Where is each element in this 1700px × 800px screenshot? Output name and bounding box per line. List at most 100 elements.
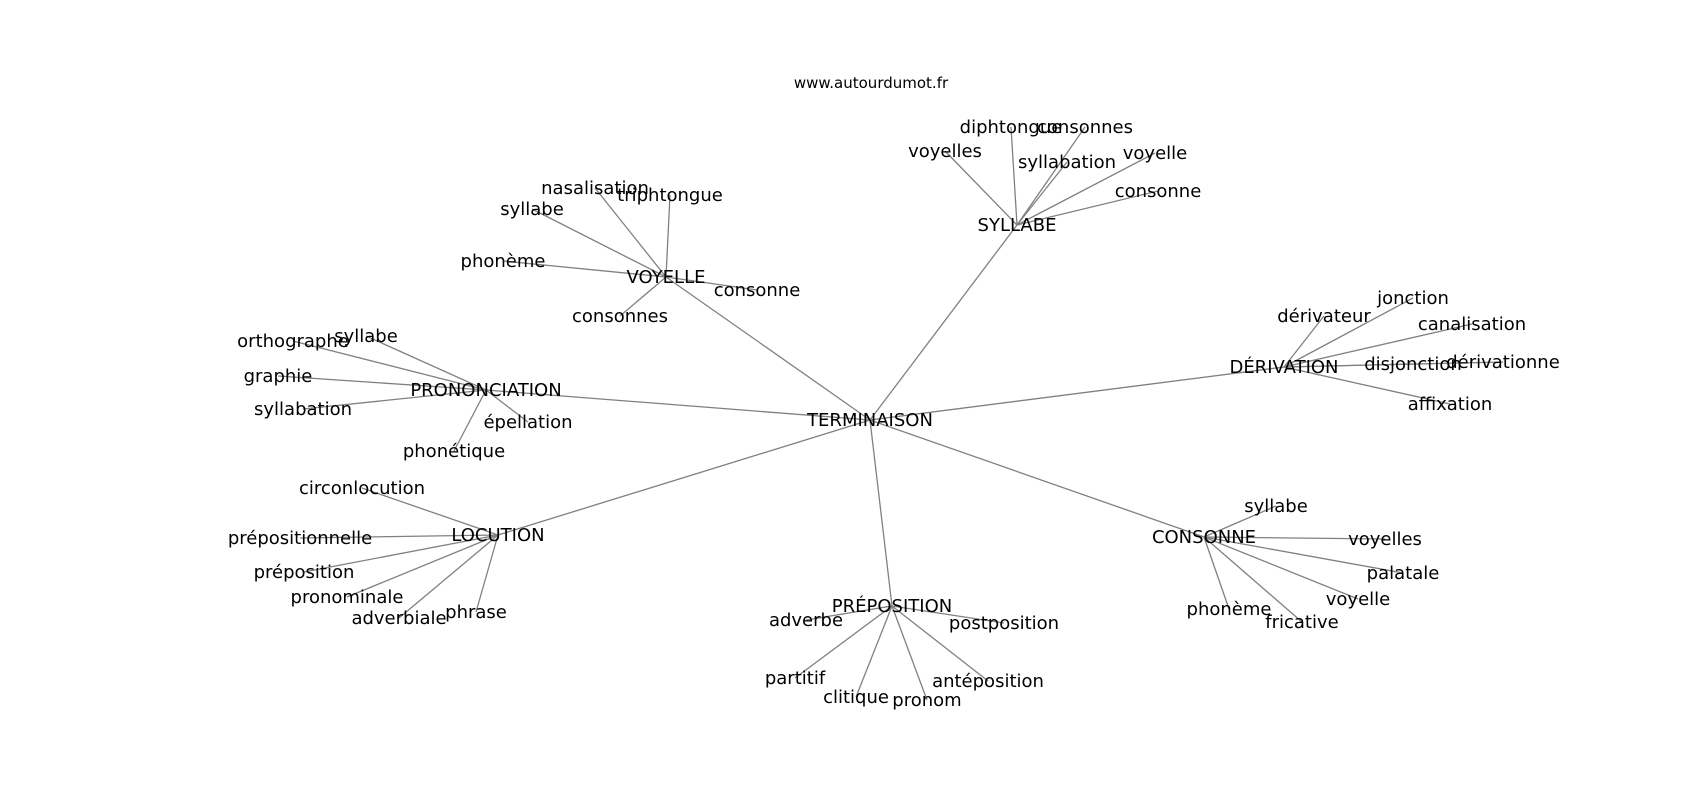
word-node-label[interactable]: voyelle [1326, 589, 1390, 610]
root-node-label[interactable]: TERMINAISON [806, 410, 933, 431]
edge-hub-word [805, 605, 893, 621]
word-node-label[interactable]: prépositionnelle [228, 528, 372, 549]
word-node-label[interactable]: consonne [1115, 181, 1202, 202]
edge-hub-word [1010, 126, 1018, 226]
edge-root-hub [869, 366, 1285, 421]
edge-hub-word [453, 389, 487, 452]
edge-hub-word [277, 375, 487, 391]
edge-hub-word [1016, 152, 1156, 226]
edge-hub-word [794, 605, 893, 679]
edge-root-hub [869, 419, 893, 607]
edge-hub-word [619, 276, 667, 317]
edge-hub-word [1203, 536, 1303, 623]
edge-hub-word [303, 534, 499, 573]
edge-hub-word [502, 260, 667, 278]
word-node-label[interactable]: syllabation [1018, 152, 1116, 173]
word-node-label[interactable]: dérivationne [1446, 352, 1560, 373]
word-node-label[interactable]: nasalisation [541, 178, 649, 199]
word-node-label[interactable]: orthographe [237, 331, 349, 352]
edge-hub-word [1283, 297, 1414, 368]
edge-hub-word [302, 389, 487, 410]
word-node-label[interactable]: consonnes [1037, 117, 1133, 138]
hub-node-label[interactable]: PRONONCIATION [410, 380, 561, 401]
hub-node-label[interactable]: LOCUTION [451, 525, 544, 546]
edge-hub-word [1016, 126, 1086, 226]
edge-hub-word [1203, 536, 1359, 600]
hub-node-label[interactable]: SYLLABE [978, 215, 1057, 236]
word-node-label[interactable]: consonne [714, 280, 801, 301]
word-node-label[interactable]: diphtongue [960, 117, 1063, 138]
source-url: www.autourdumot.fr [794, 74, 949, 92]
hub-node-label[interactable]: VOYELLE [627, 267, 706, 288]
word-node-label[interactable]: consonnes [572, 306, 668, 327]
edge-hub-word [1203, 536, 1230, 610]
word-node-label[interactable]: disjonction [1364, 354, 1462, 375]
word-node-label[interactable]: circonlocution [299, 478, 425, 499]
word-node-label[interactable]: syllabation [254, 399, 352, 420]
word-node-label[interactable]: adverbe [769, 610, 843, 631]
word-node-label[interactable]: adverbiale [351, 608, 446, 629]
edge-hub-word [1016, 161, 1068, 226]
word-node-label[interactable]: graphie [244, 366, 313, 387]
word-node-label[interactable]: phonétique [403, 441, 505, 462]
hub-node-label[interactable]: DÉRIVATION [1229, 356, 1338, 378]
edge-hub-word [1203, 536, 1404, 574]
word-node-label[interactable]: fricative [1265, 612, 1338, 633]
word-node-label[interactable]: phrase [445, 602, 507, 623]
edge-hub-word [1283, 361, 1504, 368]
word-node-label[interactable]: antéposition [932, 671, 1044, 692]
word-node-label[interactable]: voyelle [1123, 143, 1187, 164]
edge-hub-word [855, 605, 893, 698]
edge-root-hub [485, 389, 871, 421]
word-node-label[interactable]: voyelles [1348, 529, 1422, 550]
word-node-label[interactable]: pronominale [291, 587, 404, 608]
edge-hub-word [292, 340, 487, 391]
edge-hub-word [944, 150, 1018, 226]
edge-root-hub [869, 224, 1018, 421]
word-node-label[interactable]: syllabe [1244, 496, 1308, 517]
edge-root-hub [497, 419, 871, 536]
word-node-label[interactable]: postposition [949, 613, 1059, 634]
edge-hub-word [361, 487, 499, 536]
word-node-label[interactable]: affixation [1408, 394, 1493, 415]
edge-hub-word [891, 605, 1005, 624]
word-node-label[interactable]: phonème [461, 251, 546, 272]
edge-hub-word [1283, 366, 1451, 405]
edge-hub-word [1283, 315, 1325, 368]
word-node-label[interactable]: dérivateur [1277, 306, 1371, 327]
word-node-label[interactable]: syllabe [500, 199, 564, 220]
word-node-label[interactable]: voyelles [908, 141, 982, 162]
hub-node-label[interactable]: CONSONNE [1152, 527, 1256, 548]
word-node-label[interactable]: préposition [254, 562, 355, 583]
edge-root-hub [665, 276, 871, 421]
edges [277, 126, 1504, 701]
word-node-label[interactable]: canalisation [1418, 314, 1526, 335]
edge-hub-word [346, 534, 499, 598]
edge-hub-word [1016, 190, 1159, 226]
word-node-label[interactable]: pronom [892, 690, 961, 711]
word-node-label[interactable]: épellation [483, 412, 572, 433]
edge-hub-word [299, 534, 499, 539]
edge-hub-word [1203, 536, 1386, 540]
edge-hub-word [665, 194, 671, 278]
word-node-label[interactable]: partitif [765, 668, 826, 689]
edge-hub-word [665, 276, 758, 291]
edge-hub-word [891, 605, 989, 682]
edge-hub-word [531, 208, 667, 278]
word-node-label[interactable]: phonème [1187, 599, 1272, 620]
edge-hub-word [891, 605, 928, 701]
labels: TERMINAISONSYLLABEdiphtongueconsonnesvoy… [228, 117, 1560, 711]
word-node-label[interactable]: syllabe [334, 326, 398, 347]
word-node-label[interactable]: palatale [1367, 563, 1440, 584]
edge-root-hub [869, 419, 1205, 538]
edge-hub-word [485, 389, 529, 423]
edge-hub-word [1283, 323, 1473, 368]
word-node-label[interactable]: clitique [823, 687, 889, 708]
hub-node-label[interactable]: PRÉPOSITION [832, 595, 952, 617]
edge-hub-word [475, 534, 499, 613]
edge-hub-word [398, 534, 499, 619]
edge-hub-word [1203, 505, 1277, 538]
word-node-label[interactable]: jonction [1376, 288, 1449, 309]
word-node-label[interactable]: triphtongue [617, 185, 723, 206]
